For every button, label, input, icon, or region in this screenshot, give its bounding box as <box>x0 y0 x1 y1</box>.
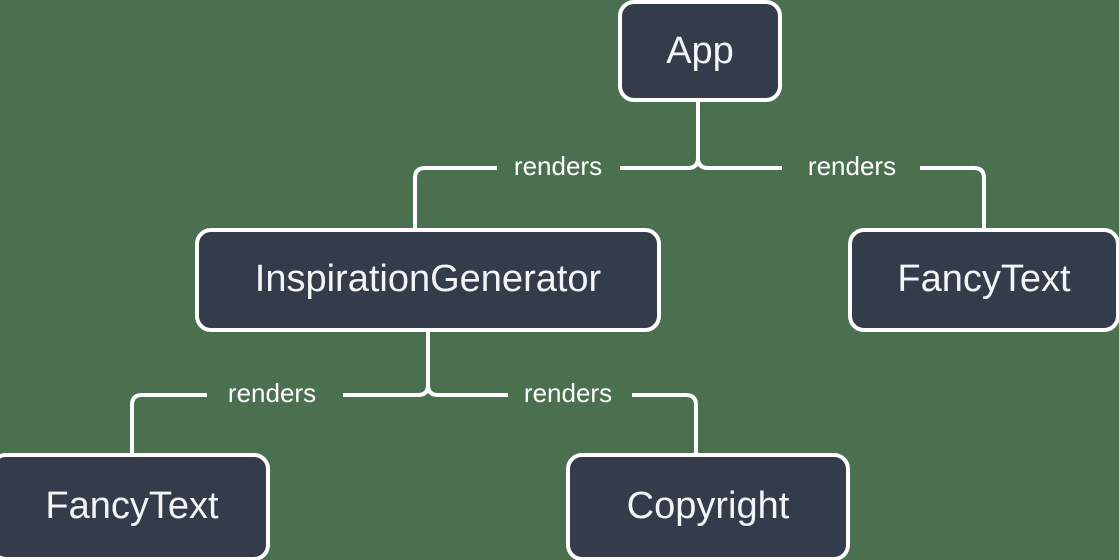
node-fancytext-bottom-left-box[interactable] <box>0 453 270 560</box>
edge-label-renders-inspiration-fancytext: renders <box>228 378 316 408</box>
edge-label-renders-app-fancytext: renders <box>808 151 896 181</box>
node-app-label: App <box>666 30 734 72</box>
node-app-box[interactable] <box>618 0 782 102</box>
node-fancytext-right[interactable]: FancyText <box>848 228 1119 332</box>
node-app[interactable]: App <box>618 0 782 102</box>
node-copyright-label: Copyright <box>627 485 790 527</box>
edge-inspiration-to-copyright <box>426 330 698 455</box>
node-inspiration-generator-label: InspirationGenerator <box>255 258 602 300</box>
node-copyright-box[interactable] <box>566 453 850 560</box>
node-copyright[interactable]: Copyright <box>566 453 850 560</box>
edge-label-renders-inspiration-copyright: renders <box>524 378 612 408</box>
edge-labels-layer: renders renders renders renders <box>228 151 896 408</box>
node-fancytext-bottom-left-label: FancyText <box>45 485 219 527</box>
node-fancytext-right-box[interactable] <box>848 228 1119 332</box>
node-inspiration-generator-box[interactable] <box>195 228 661 332</box>
node-fancytext-bottom-left[interactable]: FancyText <box>0 453 270 560</box>
node-inspiration-generator[interactable]: InspirationGenerator <box>195 228 661 332</box>
node-fancytext-right-label: FancyText <box>897 258 1071 300</box>
edges-layer <box>130 100 986 455</box>
edge-label-renders-app-inspiration: renders <box>514 151 602 181</box>
edge-app-to-fancytext-right <box>696 100 986 230</box>
